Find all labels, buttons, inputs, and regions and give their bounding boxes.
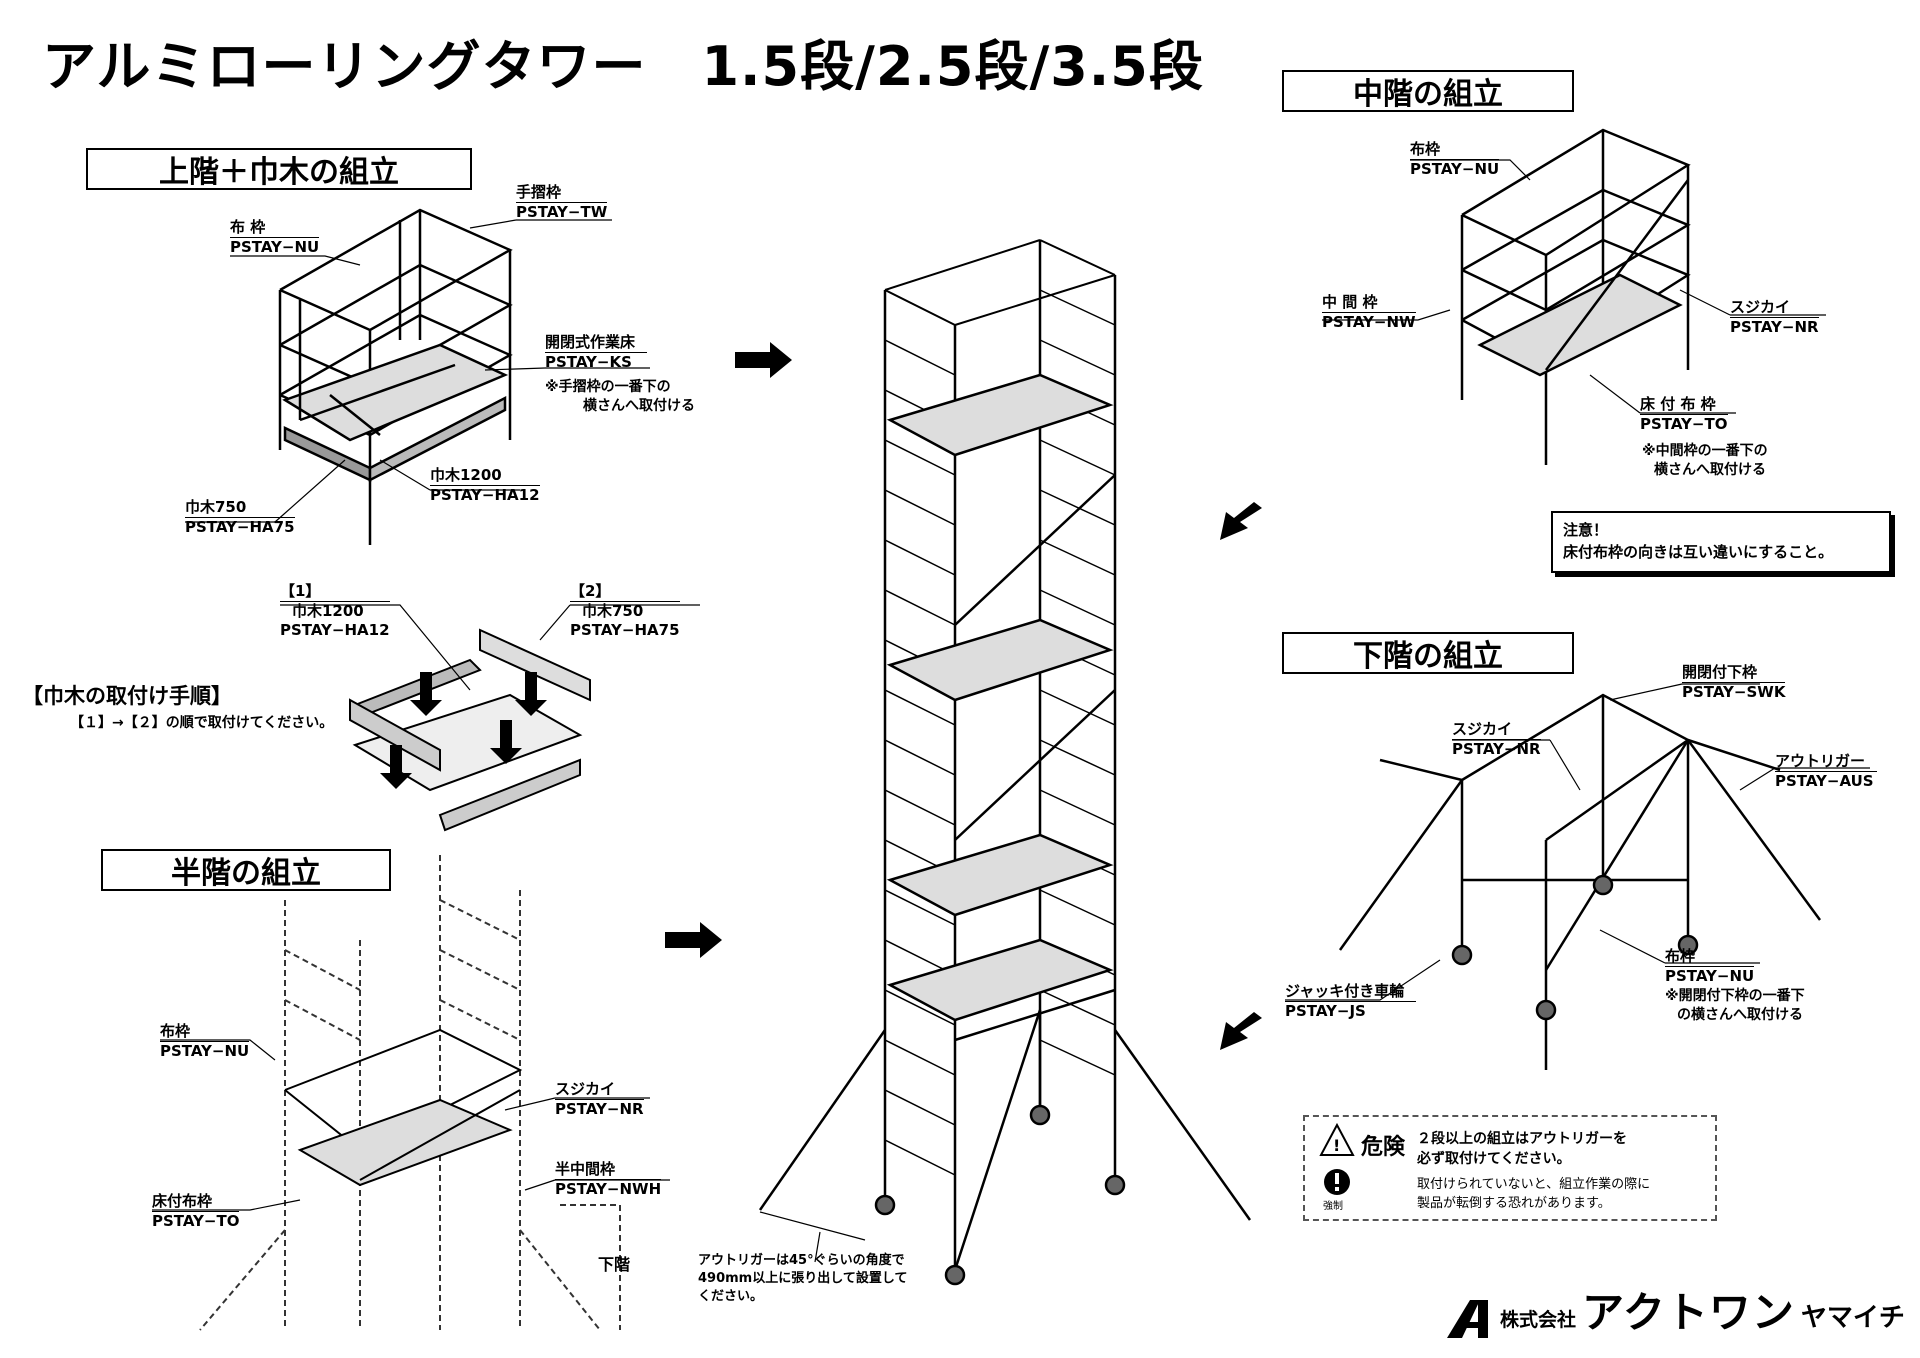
toeboard-procedure-text: 【１】→【２】の順で取付けてください。 xyxy=(70,715,334,731)
caution-box: 注意！ 床付布枠の向きは互い違いにすること。 xyxy=(1551,511,1891,573)
half-assembly-drawing xyxy=(152,855,670,1331)
note-lower-brace: ※開閉付下枠の一番下の横さんへ取付ける xyxy=(1665,988,1805,1023)
label-step2: 【2】 巾木750 PSTAY−HA75 xyxy=(570,582,680,639)
lower-assembly-drawing xyxy=(1285,683,1870,1070)
mandatory-icon xyxy=(1324,1169,1350,1195)
flow-arrows xyxy=(665,342,1262,1050)
section-middle-assembly: 中階の組立 xyxy=(1282,70,1574,112)
middle-assembly-drawing xyxy=(1322,128,1826,465)
tower-drawing xyxy=(758,239,1252,1286)
logo-name: アクトワン xyxy=(1582,1288,1795,1337)
note-outrigger: アウトリガーは45°ぐらいの角度で 490mm以上に張り出して設置して ください… xyxy=(698,1253,908,1304)
section-upper-assembly: 上階＋巾木の組立 xyxy=(86,148,472,190)
logo-corp: 株式会社 xyxy=(1500,1309,1577,1331)
label-lower-floor: 下階 xyxy=(598,1255,631,1274)
note-middle-floor: ※中間枠の一番下の横さんへ取付ける xyxy=(1642,443,1768,478)
logo-sub: ヤマイチ xyxy=(1800,1303,1905,1333)
section-half-assembly: 半階の組立 xyxy=(101,849,391,891)
note-work-floor: ※手摺枠の一番下の横さんへ取付ける xyxy=(545,379,695,414)
toeboard-drawing xyxy=(280,604,700,832)
company-logo: 株式会社 アクトワン ヤマイチ xyxy=(1446,1290,1905,1336)
warning-triangle-icon: ! xyxy=(1319,1122,1355,1156)
danger-message: ２段以上の組立はアウトリガーを 必ず取付けてください。 xyxy=(1417,1131,1627,1167)
page-title: アルミローリングタワー 1.5段/2.5段/3.5段 xyxy=(42,35,1204,98)
company-logo-mark xyxy=(1447,1300,1488,1338)
section-lower-assembly: 下階の組立 xyxy=(1282,632,1574,674)
upper-assembly-drawing xyxy=(185,208,650,545)
svg-text:!: ! xyxy=(1333,1136,1340,1155)
label-step1: 【1】 巾木1200 PSTAY−HA12 xyxy=(280,582,390,639)
danger-detail: 取付けられていないと、組立作業の際に 製品が転倒する恐れがあります。 xyxy=(1417,1177,1651,1211)
danger-word: 危険 xyxy=(1361,1135,1406,1160)
mandatory-label: 強制 xyxy=(1323,1201,1343,1212)
danger-warning-box: 危険 ２段以上の組立はアウトリガーを 必ず取付けてください。 取付けられていない… xyxy=(1303,1115,1717,1221)
toeboard-procedure-heading: 【巾木の取付け手順】 xyxy=(22,684,232,708)
